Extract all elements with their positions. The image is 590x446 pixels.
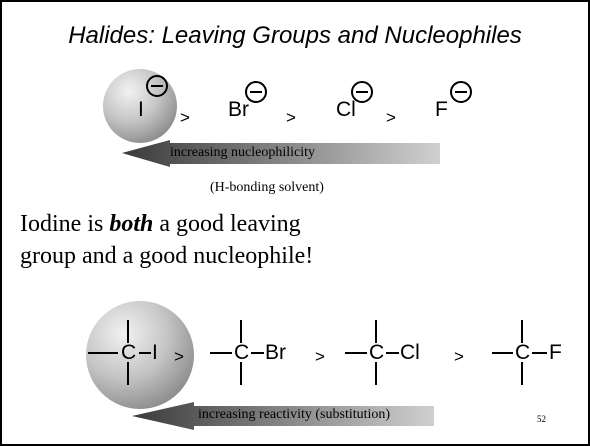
carbon-atom: C	[121, 341, 137, 364]
separator: >	[454, 347, 464, 366]
reactivity-arrow	[132, 402, 434, 430]
statement-text: Iodine is	[20, 211, 110, 237]
carbon-atom: C	[369, 341, 385, 364]
negative-charge-icon	[146, 75, 168, 97]
halide-bromide: Br	[228, 98, 249, 121]
chlorine-atom: Cl	[400, 341, 420, 364]
separator: >	[174, 347, 184, 366]
iodoalkane-bonds	[88, 320, 151, 385]
halide-iodide: I	[138, 98, 144, 121]
nucleophilicity-arrow	[122, 140, 440, 167]
negative-charge-icon	[245, 81, 267, 103]
iodoalkane-sphere	[86, 301, 194, 409]
fluorine-atom: F	[549, 341, 562, 364]
nucleophilicity-label: increasing nucleophilicity	[170, 145, 316, 160]
carbon-atom: C	[234, 341, 250, 364]
separator: >	[286, 108, 296, 127]
separator: >	[315, 347, 325, 366]
negative-charge-icon	[450, 81, 472, 103]
bromoalkane-bonds	[210, 320, 264, 385]
slide-title: Halides: Leaving Groups and Nucleophiles	[68, 22, 522, 49]
separator: >	[386, 108, 396, 127]
separator: >	[180, 108, 190, 127]
fluoroalkane-bonds	[492, 320, 547, 385]
solvent-note: (H-bonding solvent)	[210, 180, 324, 195]
statement-emphasis: both	[109, 211, 154, 237]
halide-chloride: Cl	[336, 98, 356, 121]
bromine-atom: Br	[265, 341, 286, 364]
carbon-atom: C	[515, 341, 531, 364]
statement-line2: group and a good nucleophile!	[20, 243, 314, 269]
iodine-statement: Iodine is both a good leaving group and …	[20, 208, 313, 272]
negative-charge-icon	[351, 81, 373, 103]
chloroalkane-bonds	[345, 320, 399, 385]
reactivity-label: increasing reactivity (substitution)	[198, 407, 391, 422]
halide-fluoride: F	[435, 98, 448, 121]
iodine-atom: I	[152, 341, 158, 364]
page-number: 52	[537, 414, 546, 424]
statement-text: a good leaving	[153, 211, 301, 237]
